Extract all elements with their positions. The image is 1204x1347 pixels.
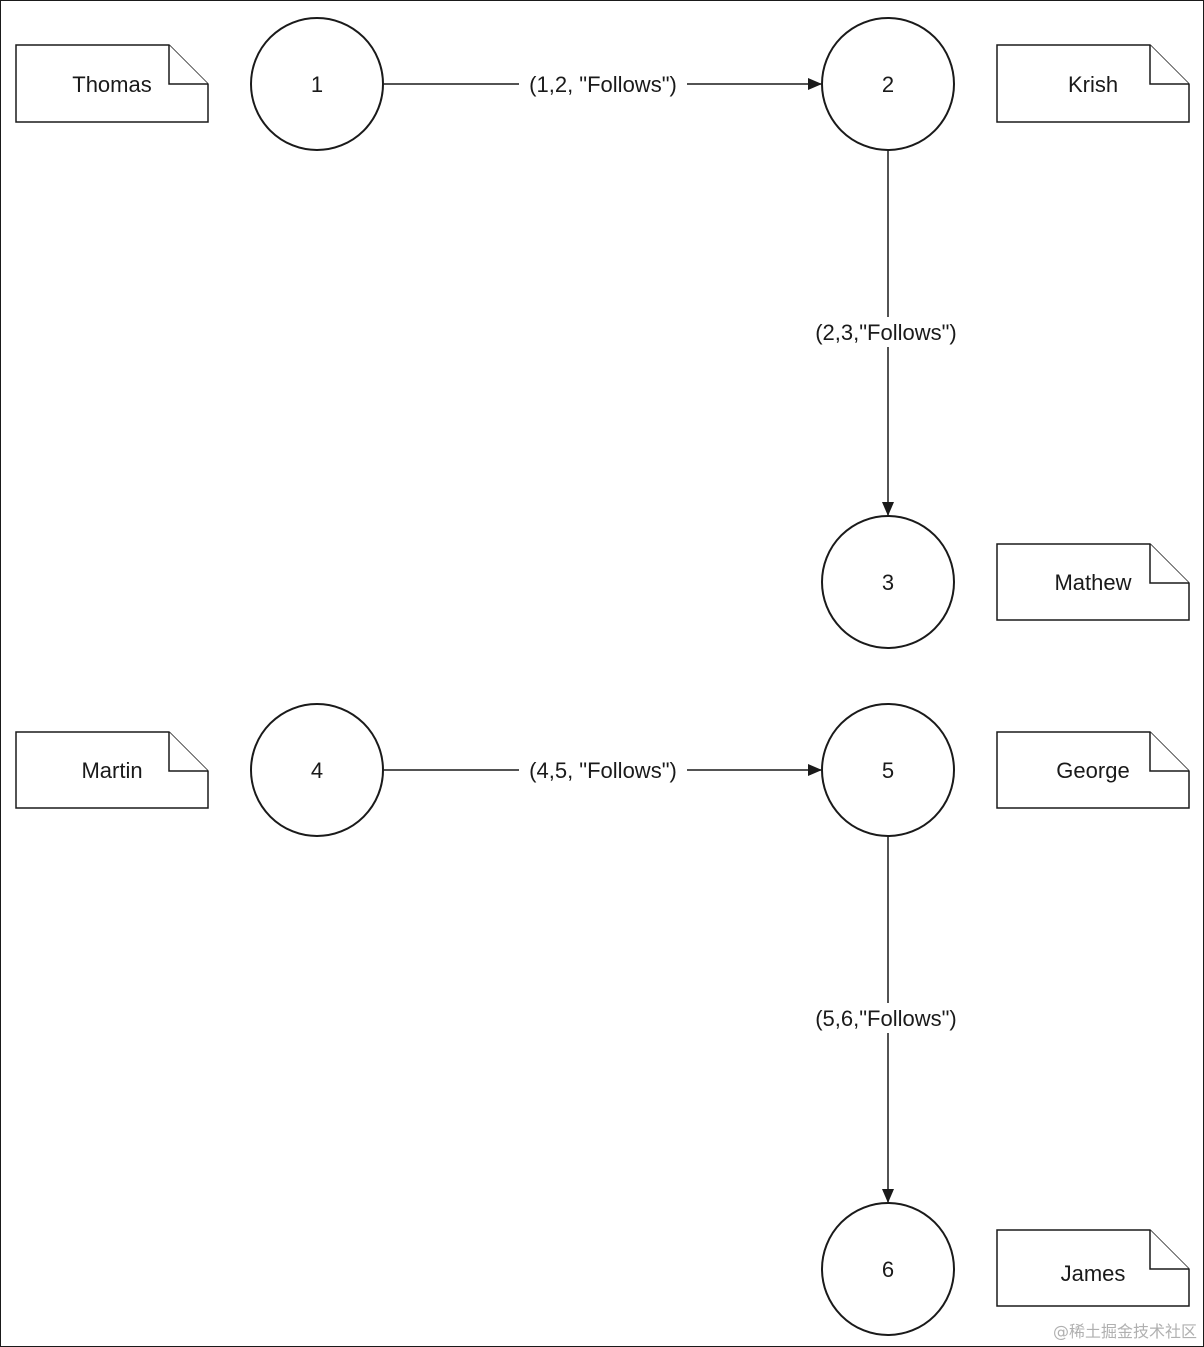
note-fold: [1149, 1230, 1189, 1270]
node-2: 2: [821, 17, 955, 151]
note-krish: Krish: [996, 44, 1190, 123]
edge-label-bg: [808, 317, 968, 347]
node-circle: [821, 17, 955, 151]
node-4: 4: [250, 703, 384, 837]
note-label: Thomas: [72, 72, 151, 97]
note-shape: [996, 731, 1190, 809]
note-fold: [1149, 544, 1189, 584]
note-label: Krish: [1068, 72, 1118, 97]
note-fold: [168, 732, 208, 772]
node-circle: [821, 1202, 955, 1336]
node-1: 1: [250, 17, 384, 151]
node-circle: [821, 703, 955, 837]
node-6: 6: [821, 1202, 955, 1336]
node-id: 4: [311, 758, 323, 783]
note-shape: [15, 44, 209, 123]
edge-label: (2,3,"Follows"): [815, 320, 957, 345]
note-shape: [996, 1229, 1190, 1307]
edge-label: (1,2, "Follows"): [529, 72, 677, 97]
node-id: 5: [882, 758, 894, 783]
edge-label-bg: [519, 69, 687, 99]
watermark: @稀土掘金技术社区: [1052, 1322, 1197, 1341]
edge-5-6: (5,6,"Follows"): [808, 837, 968, 1203]
node-5: 5: [821, 703, 955, 837]
note-shape: [996, 543, 1190, 621]
node-3: 3: [821, 515, 955, 649]
edge-label-bg: [808, 1003, 968, 1033]
note-mathew: Mathew: [996, 543, 1190, 621]
note-shape: [996, 44, 1190, 123]
edge-label-bg: [519, 755, 687, 785]
note-fold: [1149, 45, 1189, 85]
note-fold: [168, 45, 208, 85]
note-label: Mathew: [1054, 570, 1131, 595]
edge-2-3: (2,3,"Follows"): [808, 151, 968, 516]
node-id: 6: [882, 1257, 894, 1282]
note-label: George: [1056, 758, 1129, 783]
edge-1-2: (1,2, "Follows"): [384, 69, 822, 99]
note-james: James: [996, 1229, 1190, 1307]
node-circle: [250, 17, 384, 151]
edge-label: (4,5, "Follows"): [529, 758, 677, 783]
note-thomas: Thomas: [15, 44, 209, 123]
note-martin: Martin: [15, 731, 209, 809]
node-circle: [821, 515, 955, 649]
node-id: 1: [311, 72, 323, 97]
edge-4-5: (4,5, "Follows"): [384, 755, 822, 785]
note-label: James: [1061, 1261, 1126, 1286]
note-george: George: [996, 731, 1190, 809]
node-id: 2: [882, 72, 894, 97]
note-label: Martin: [81, 758, 142, 783]
node-id: 3: [882, 570, 894, 595]
node-circle: [250, 703, 384, 837]
edge-label: (5,6,"Follows"): [815, 1006, 957, 1031]
note-fold: [1149, 732, 1189, 772]
note-shape: [15, 731, 209, 809]
